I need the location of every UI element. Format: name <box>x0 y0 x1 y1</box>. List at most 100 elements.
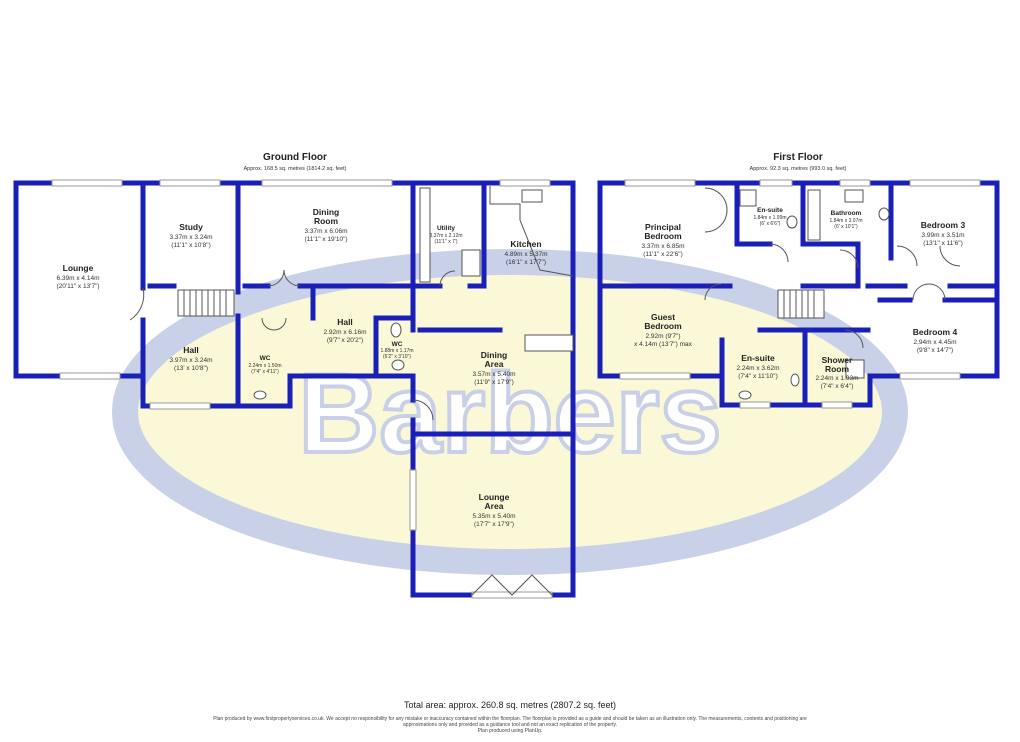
room-label-hall-inner: Hall 2.92m x 6.16m (9'7" x 20'2") <box>324 317 367 344</box>
svg-text:Guest: Guest <box>651 312 675 322</box>
svg-text:Lounge: Lounge <box>479 492 510 502</box>
svg-text:(11'1" x 10'8"): (11'1" x 10'8") <box>171 242 211 249</box>
room-label-ensuite-top: En-suite 1.84m x 1.99m (6' x 6'6") <box>753 207 786 227</box>
ground-floor-fixtures <box>129 186 574 596</box>
svg-text:Bedroom 3: Bedroom 3 <box>921 220 966 230</box>
svg-text:(7'4" x 4'11"): (7'4" x 4'11") <box>251 369 279 375</box>
svg-text:(11'1" x 19'10"): (11'1" x 19'10") <box>304 236 347 243</box>
svg-text:2.94m x 4.45m: 2.94m x 4.45m <box>914 339 957 346</box>
ground-floor-room-labels: Lounge 6.39m x 4.14m (20'11" x 13'7") St… <box>56 207 547 528</box>
room-label-principal-bedroom: Principal Bedroom 3.37m x 6.85m (11'1" x… <box>642 222 685 258</box>
svg-text:(20'11" x 13'7"): (20'11" x 13'7") <box>56 283 99 290</box>
svg-text:(16'1" x 17'7"): (16'1" x 17'7") <box>506 259 546 266</box>
first-floor-title: First Floor <box>773 152 823 163</box>
svg-text:Shower: Shower <box>822 355 853 365</box>
room-label-wc2: WC 1.88m x 1.17m (6'2" x 3'10") <box>380 341 413 360</box>
svg-text:3.37m x 2.12m: 3.37m x 2.12m <box>429 233 462 239</box>
svg-text:(11'9" x 17'9"): (11'9" x 17'9") <box>474 379 514 386</box>
svg-text:6.39m x 4.14m: 6.39m x 4.14m <box>57 275 100 282</box>
svg-text:3.37m x 6.06m: 3.37m x 6.06m <box>305 228 348 235</box>
total-area: Total area: approx. 260.8 sq. metres (28… <box>403 700 617 710</box>
svg-text:Study: Study <box>179 222 203 232</box>
room-label-hall-front: Hall 3.97m x 3.24m (13' x 10'8") <box>170 345 213 372</box>
watermark: Barbers <box>112 249 908 575</box>
svg-text:Principal: Principal <box>645 222 681 232</box>
svg-text:(11'1" x 22'6"): (11'1" x 22'6") <box>643 251 683 258</box>
svg-text:(9'7" x 20'2"): (9'7" x 20'2") <box>327 337 363 344</box>
svg-text:2.24m x 1.50m: 2.24m x 1.50m <box>248 363 281 369</box>
svg-text:Hall: Hall <box>337 317 353 327</box>
svg-text:3.97m x 3.24m: 3.97m x 3.24m <box>170 357 213 364</box>
svg-text:3.37m x 3.24m: 3.37m x 3.24m <box>170 234 213 241</box>
first-floor-windows <box>619 179 981 409</box>
svg-text:Bedroom: Bedroom <box>644 321 682 331</box>
svg-text:WC: WC <box>392 341 403 348</box>
room-label-bathroom: Bathroom 1.84m x 3.07m (6' x 10'1") <box>829 210 862 230</box>
svg-text:(9'8" x 14'7"): (9'8" x 14'7") <box>917 347 953 354</box>
svg-text:1.84m x 3.07m: 1.84m x 3.07m <box>829 218 862 224</box>
svg-text:x 4.14m (13'7") max: x 4.14m (13'7") max <box>634 341 692 348</box>
room-label-dining-area: Dining Area 3.57m x 5.40m (11'9" x 17'9"… <box>473 350 516 386</box>
svg-text:Room: Room <box>314 216 339 226</box>
room-label-study: Study 3.37m x 3.24m (11'1" x 10'8") <box>170 222 213 249</box>
first-floor-room-labels: Principal Bedroom 3.37m x 6.85m (11'1" x… <box>634 207 965 390</box>
disclaimer-line-2: approximations only and provided as a gu… <box>403 722 617 728</box>
first-floor-fixtures <box>704 187 961 400</box>
room-label-dining-room: Dining Room 3.37m x 6.06m (11'1" x 19'10… <box>304 207 347 243</box>
room-label-bedroom4: Bedroom 4 2.94m x 4.45m (9'8" x 14'7") <box>913 327 958 354</box>
svg-text:(7'4" x 11'10"): (7'4" x 11'10") <box>738 373 778 380</box>
svg-text:(17'7" x 17'9"): (17'7" x 17'9") <box>474 521 514 528</box>
room-label-wc1: WC 2.24m x 1.50m (7'4" x 4'11") <box>248 355 281 375</box>
first-floor-area: Approx. 92.3 sq. metres (993.0 sq. feet) <box>750 166 847 172</box>
ground-floor-title: Ground Floor <box>263 152 327 163</box>
svg-text:Dining: Dining <box>313 207 339 217</box>
svg-text:Hall: Hall <box>183 345 199 355</box>
svg-text:2.24m x 1.93m: 2.24m x 1.93m <box>816 375 859 382</box>
ground-floor-area: Approx. 168.5 sq. metres (1814.2 sq. fee… <box>243 166 346 172</box>
svg-text:3.99m x 3.51m: 3.99m x 3.51m <box>922 232 965 239</box>
svg-text:Lounge: Lounge <box>63 263 94 273</box>
room-label-lounge-area: Lounge Area 5.35m x 5.40m (17'7" x 17'9"… <box>473 492 516 528</box>
svg-text:1.84m x 1.99m: 1.84m x 1.99m <box>753 215 786 221</box>
svg-text:Area: Area <box>485 359 504 369</box>
svg-text:(7'4" x 6'4"): (7'4" x 6'4") <box>821 383 854 390</box>
svg-text:(6' x 10'1"): (6' x 10'1") <box>834 224 858 230</box>
svg-text:2.92m x 6.16m: 2.92m x 6.16m <box>324 329 367 336</box>
svg-text:WC: WC <box>260 355 271 362</box>
svg-text:4.89m x 5.37m: 4.89m x 5.37m <box>505 251 548 258</box>
svg-text:Room: Room <box>825 364 850 374</box>
svg-text:Bedroom 4: Bedroom 4 <box>913 327 958 337</box>
svg-text:Bathroom: Bathroom <box>831 210 862 217</box>
room-label-bedroom3: Bedroom 3 3.99m x 3.51m (13'1" x 11'6") <box>921 220 966 247</box>
svg-text:Utility: Utility <box>437 225 455 232</box>
disclaimer-line-1: Plan produced by www.firstpropertyservic… <box>213 716 807 722</box>
room-label-utility: Utility 3.37m x 2.12m (11'1" x 7') <box>429 225 462 245</box>
room-label-kitchen: Kitchen 4.89m x 5.37m (16'1" x 17'7") <box>505 239 548 266</box>
svg-text:3.37m x 6.85m: 3.37m x 6.85m <box>642 243 685 250</box>
svg-text:(6'2" x 3'10"): (6'2" x 3'10") <box>383 354 411 360</box>
svg-text:(6' x 6'6"): (6' x 6'6") <box>760 221 781 227</box>
svg-text:1.88m x 1.17m: 1.88m x 1.17m <box>380 348 413 354</box>
disclaimer-line-3: Plan produced using PlanUp. <box>477 728 543 734</box>
svg-text:(13'1" x 11'6"): (13'1" x 11'6") <box>923 240 963 247</box>
svg-text:2.92m (9'7"): 2.92m (9'7") <box>646 333 681 340</box>
disclaimer: Plan produced by www.firstpropertyservic… <box>150 716 870 734</box>
svg-text:Kitchen: Kitchen <box>510 239 541 249</box>
room-label-lounge: Lounge 6.39m x 4.14m (20'11" x 13'7") <box>56 263 99 290</box>
svg-text:(11'1" x 7'): (11'1" x 7') <box>434 239 457 245</box>
svg-text:En-suite: En-suite <box>741 353 775 363</box>
ground-floor-walls <box>13 180 576 598</box>
room-label-ensuite-lower: En-suite 2.24m x 3.62m (7'4" x 11'10") <box>737 353 780 380</box>
room-label-guest-bedroom: Guest Bedroom 2.92m (9'7") x 4.14m (13'7… <box>634 312 692 348</box>
svg-text:En-suite: En-suite <box>757 207 783 214</box>
room-label-shower-room: Shower Room 2.24m x 1.93m (7'4" x 6'4") <box>816 355 859 390</box>
svg-text:Dining: Dining <box>481 350 507 360</box>
watermark-text: Barbers <box>298 351 721 476</box>
svg-text:Bedroom: Bedroom <box>644 231 682 241</box>
svg-text:5.35m x 5.40m: 5.35m x 5.40m <box>473 513 516 520</box>
svg-text:2.24m x 3.62m: 2.24m x 3.62m <box>737 365 780 372</box>
svg-text:Area: Area <box>485 501 504 511</box>
watermark-oval <box>112 249 908 575</box>
